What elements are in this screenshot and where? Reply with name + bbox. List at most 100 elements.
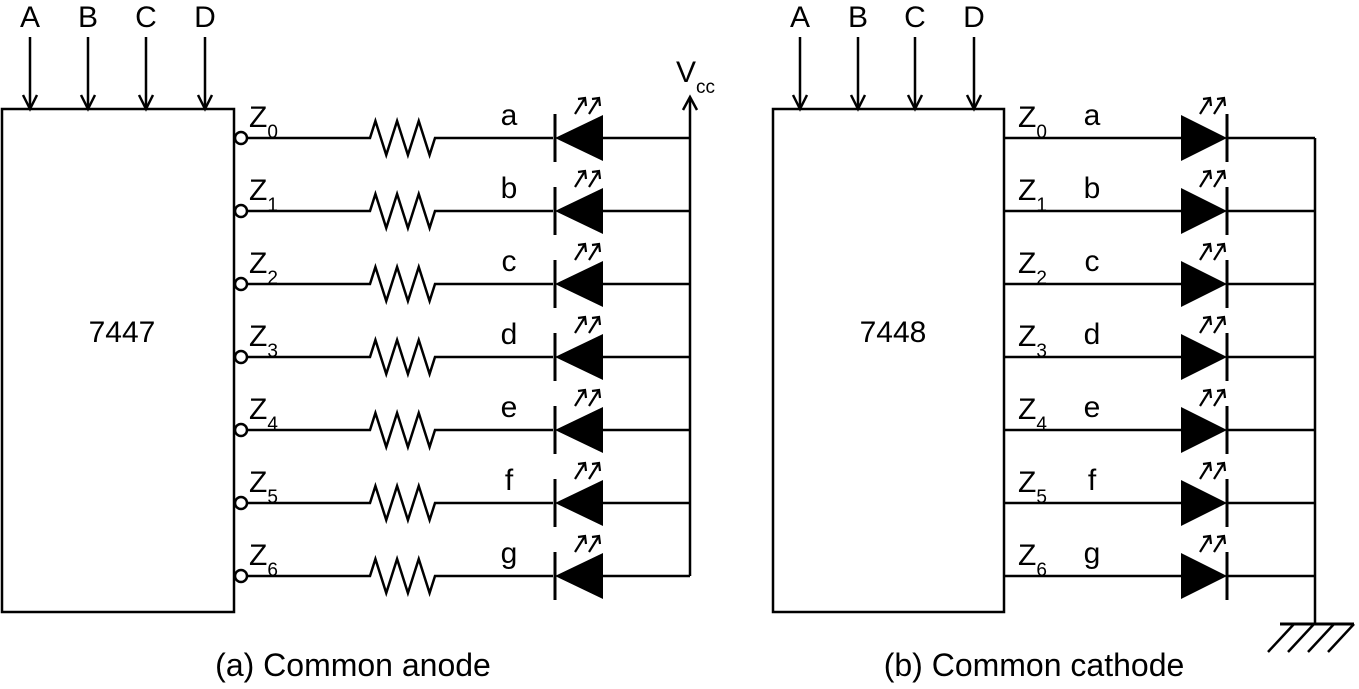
emission-arrow (1199, 243, 1211, 261)
led-icon (1181, 315, 1229, 381)
input-arrow-icon (196, 37, 214, 112)
input-arrow-icon (79, 37, 97, 112)
input-label-C: C (135, 1, 157, 34)
emission-arrow (588, 462, 600, 480)
led-triangle (555, 334, 603, 380)
led-icon (553, 315, 603, 381)
pin-label: Z3 (249, 320, 278, 362)
pin-subscript: 0 (1036, 122, 1047, 143)
resistor-icon (360, 554, 445, 598)
pin-subscript: 1 (267, 195, 278, 216)
decoder-chip-7448 (771, 107, 1006, 614)
emission-arrow-head (1216, 242, 1227, 253)
emission-arrow (574, 462, 586, 480)
input-arrow-icon (849, 37, 867, 112)
emission-arrow (1199, 462, 1211, 480)
emission-arrow (588, 97, 600, 115)
emission-arrow (574, 97, 586, 115)
pin-label: Z4 (249, 393, 278, 435)
pin-label: Z6 (1018, 539, 1047, 581)
emission-arrow-head (1202, 169, 1213, 180)
segment-label: d (1084, 318, 1101, 351)
caption-common-anode: (a) Common anode (215, 647, 491, 683)
led-triangle (1181, 553, 1227, 599)
led-triangle (555, 115, 603, 161)
segment-label: g (1084, 537, 1101, 570)
inversion-bubble-icon (233, 130, 249, 146)
ground-icon (1267, 622, 1355, 653)
emission-arrow-head (1216, 169, 1227, 180)
pin-label: Z1 (249, 174, 278, 216)
led-triangle (1181, 115, 1227, 161)
vcc-label: Vcc (676, 56, 715, 98)
output-row-b: Z1 b (233, 169, 690, 235)
led-triangle (555, 188, 603, 234)
pin-label: Z4 (1018, 393, 1047, 435)
emission-arrow-head (591, 534, 602, 545)
input-label-D: D (194, 1, 216, 34)
pin-label: Z6 (249, 539, 278, 581)
resistor-icon (360, 408, 445, 452)
led-icon (1181, 534, 1229, 600)
emission-arrow (574, 316, 586, 334)
led-icon (1181, 169, 1229, 235)
inversion-bubble-icon (233, 568, 249, 584)
input-label-B: B (78, 1, 98, 34)
led-icon (553, 96, 603, 162)
led-triangle (1181, 480, 1227, 526)
emission-arrow (574, 243, 586, 261)
ground-hatch (1327, 623, 1355, 653)
input-arrow-icon (965, 37, 983, 112)
led-icon (1181, 388, 1229, 454)
emission-arrow (1213, 243, 1225, 261)
pin-label: Z5 (249, 466, 278, 508)
emission-arrow (1213, 170, 1225, 188)
emission-arrow (1213, 462, 1225, 480)
input-label-A: A (20, 1, 40, 34)
emission-arrow-head (577, 534, 588, 545)
inversion-bubble-icon (233, 276, 249, 292)
led-triangle (1181, 261, 1227, 307)
emission-arrow (1199, 535, 1211, 553)
segment-label: f (505, 464, 514, 497)
emission-arrow-head (1202, 315, 1213, 326)
emission-arrow-head (591, 315, 602, 326)
vcc-subscript: cc (696, 77, 715, 98)
emission-arrow-head (577, 461, 588, 472)
emission-arrow (1213, 316, 1225, 334)
input-label-A: A (790, 1, 810, 34)
pin-subscript: 4 (1036, 414, 1047, 435)
decoder-chip-7447 (0, 107, 236, 614)
input-label-C: C (904, 1, 926, 34)
emission-arrow-head (577, 96, 588, 107)
emission-arrow (1213, 97, 1225, 115)
led-emission-arrows (574, 315, 602, 334)
led-icon (553, 534, 603, 600)
pin-label: Z2 (1018, 247, 1047, 289)
pin-subscript: 5 (267, 487, 278, 508)
emission-arrow-head (1202, 388, 1213, 399)
led-icon (1181, 96, 1229, 162)
ground-hatch (1267, 623, 1295, 653)
led-icon (553, 242, 603, 308)
led-emission-arrows (1199, 461, 1227, 480)
emission-arrow-head (577, 388, 588, 399)
segment-label: b (501, 172, 518, 205)
pin-subscript: 1 (1036, 195, 1047, 216)
emission-arrow-head (577, 315, 588, 326)
led-triangle (555, 407, 603, 453)
led-triangle (555, 480, 603, 526)
led-emission-arrows (1199, 169, 1227, 188)
emission-arrow (588, 389, 600, 407)
resistor-icon (360, 116, 445, 160)
inversion-bubble-icon (233, 203, 249, 219)
segment-label: g (501, 537, 518, 570)
segment-label: c (1085, 245, 1100, 278)
emission-arrow-head (591, 96, 602, 107)
led-emission-arrows (574, 461, 602, 480)
led-triangle (1181, 407, 1227, 453)
